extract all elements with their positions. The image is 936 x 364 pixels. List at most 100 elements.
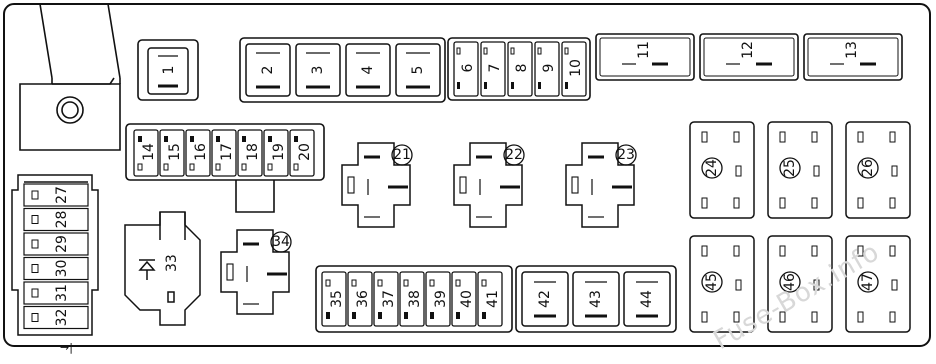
fuse-43-label: 43 — [588, 290, 604, 308]
relay-47-pin-2 — [889, 245, 896, 257]
connector-29-label: 29 — [54, 235, 70, 253]
relay-46-body — [767, 235, 833, 333]
fuse-20-slot-bottom — [293, 163, 299, 171]
fuse-39-slot-bottom — [430, 312, 434, 319]
relay-25-label-text: 25 — [782, 159, 798, 177]
fuse-15-label-text: 15 — [167, 143, 183, 161]
relay-26-pin-1 — [857, 131, 864, 143]
fuse-1-label: 1 — [161, 66, 177, 75]
fuse-20-label-text: 20 — [297, 143, 313, 161]
fuse-37-label: 37 — [381, 290, 397, 308]
bottom-fuse-group — [315, 265, 513, 333]
fuse-35-slot-bottom — [326, 312, 330, 319]
fuse-16-slot-top — [190, 136, 194, 142]
relay-21-label: 21 — [391, 144, 413, 166]
fuse-40-slot-top — [455, 279, 461, 287]
fuse-39-body — [425, 271, 451, 327]
fuse-42-label-text: 42 — [537, 290, 553, 308]
fuse-6-body — [453, 41, 479, 97]
fuse-43-label-text: 43 — [588, 290, 604, 308]
connector-32-label: 32 — [54, 309, 70, 327]
fuse-43-body — [572, 271, 620, 327]
fuse-44-label-text: 44 — [639, 290, 655, 308]
fuse-8-slot-bottom — [511, 82, 514, 89]
relay-46-pin-4 — [811, 311, 818, 323]
fuse-16-slot-bottom — [189, 163, 195, 171]
relay-21-label-text: 21 — [393, 147, 411, 163]
fuse-5-body — [395, 43, 441, 97]
fuse-37-slot-top — [377, 279, 383, 287]
relay-24-pin-2 — [733, 131, 740, 143]
top-left-fuse-housing — [137, 39, 199, 101]
fuse-39-label: 39 — [433, 290, 449, 308]
fuse-19-label: 19 — [271, 143, 287, 161]
fuse-35-slot-top — [325, 279, 331, 287]
fuse-3-label: 3 — [310, 66, 326, 75]
fuse-13-label: 13 — [844, 41, 860, 59]
fuse-38-slot-bottom — [404, 312, 408, 319]
fuse-10-slot-bottom — [565, 82, 568, 89]
fuse-17-label: 17 — [219, 143, 235, 161]
fuse-13-label-text: 13 — [844, 41, 860, 59]
connector-30-label-text: 30 — [54, 260, 70, 278]
fuse-39-label-text: 39 — [433, 290, 449, 308]
relay-47-pin-5 — [891, 279, 898, 291]
relay-34-body — [220, 229, 290, 315]
fuse-20-label: 20 — [297, 143, 313, 161]
fuse-44-body — [623, 271, 671, 327]
fuse-11-body — [595, 33, 695, 81]
fuse-41-label-text: 41 — [485, 290, 501, 308]
relay-34-label-text: 34 — [272, 234, 290, 250]
relay-47-pin-1 — [857, 245, 864, 257]
fuse-36-label: 36 — [355, 290, 371, 308]
fuse-11-inner — [599, 37, 691, 77]
connector-29-label-text: 29 — [54, 235, 70, 253]
fuse-44-label: 44 — [639, 290, 655, 308]
fuse-12-label: 12 — [740, 41, 756, 59]
fuse-39-slot-top — [429, 279, 435, 287]
relay-23-label: 23 — [615, 144, 637, 166]
fuse-40-slot-bottom — [456, 312, 460, 319]
fuse-35-label-text: 35 — [329, 290, 345, 308]
fuse-3-label-text: 3 — [310, 66, 326, 75]
fuse-38-label-text: 38 — [407, 290, 423, 308]
fuse-7-slot-bottom — [484, 82, 487, 89]
fuse-12-body — [699, 33, 799, 81]
fuse-8-slot-top — [510, 47, 515, 55]
connector-27-label-text: 27 — [54, 186, 70, 204]
fuse-9-body — [534, 41, 560, 97]
fuse-15-slot-top — [164, 136, 168, 142]
relay-45-pin-3 — [701, 311, 708, 323]
relay-45-pin-5 — [735, 279, 742, 291]
fuse-10-label-text: 10 — [568, 59, 584, 77]
bottom-marker-glyph: →| — [60, 341, 73, 354]
fuse-12-inner — [703, 37, 795, 77]
fuse-40-body — [451, 271, 477, 327]
fuse-14-body — [133, 129, 159, 177]
connector-slot-32 — [23, 305, 89, 330]
relay-26-pin-5 — [891, 165, 898, 177]
fuse-10-label: 10 — [568, 59, 584, 77]
fuse-42-label: 42 — [537, 290, 553, 308]
fuse-17-slot-bottom — [215, 163, 221, 171]
connector-slot-30-pin — [31, 264, 39, 273]
relay-23-label-text: 23 — [617, 147, 635, 163]
fuse-7-slot-top — [483, 47, 488, 55]
relay-34-label: 34 — [270, 231, 292, 253]
fuse-37-body — [373, 271, 399, 327]
relay-21-body — [341, 142, 411, 228]
relay-34-pin-left — [226, 263, 234, 281]
relay-24-label: 24 — [701, 157, 723, 179]
fuse-6-label: 6 — [460, 63, 476, 72]
fuse-11-label-text: 11 — [636, 41, 652, 59]
fuse-42-body — [521, 271, 569, 327]
fuse-9-label-text: 9 — [541, 64, 557, 73]
fuse-9-slot-bottom — [538, 82, 541, 89]
relay-26-pin-4 — [889, 197, 896, 209]
relay-23-body — [565, 142, 635, 228]
relay-46-label: 46 — [779, 271, 801, 293]
fuse-2-label: 2 — [260, 66, 276, 75]
fuse-16-body — [185, 129, 211, 177]
relay-22-body — [453, 142, 523, 228]
relay-25-pin-2 — [811, 131, 818, 143]
